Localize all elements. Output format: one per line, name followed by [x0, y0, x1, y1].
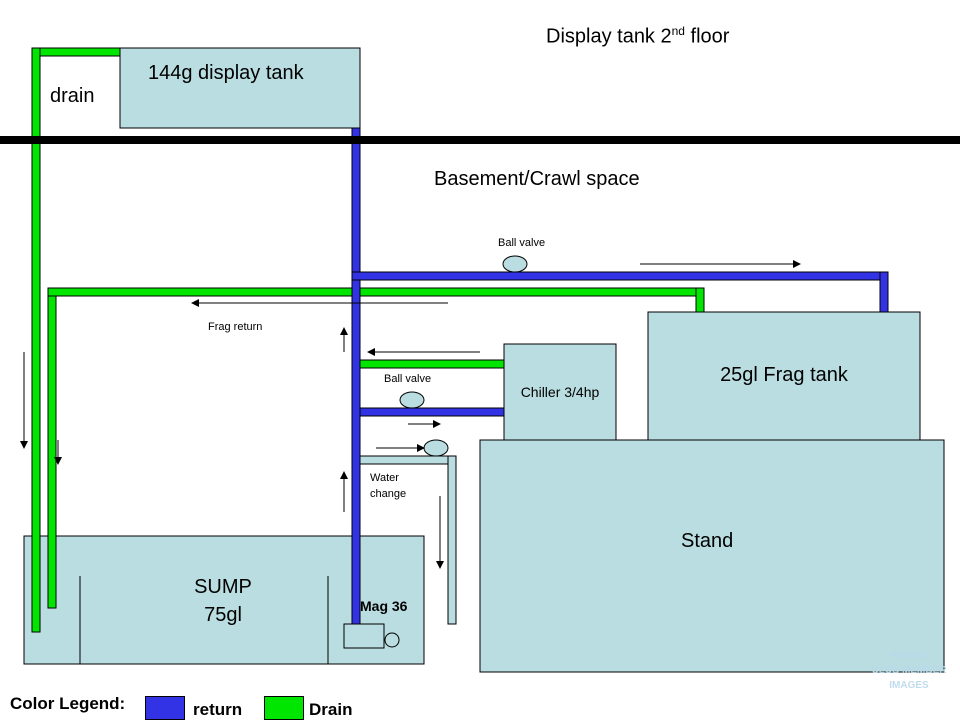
legend-return-label: return	[193, 700, 243, 719]
pump-body	[343, 623, 385, 649]
watermark-line2: CLUB MEMBER	[871, 665, 947, 676]
frag-drain-horizontal	[47, 287, 705, 297]
ball-valve-mid	[399, 391, 425, 409]
chiller-drain	[359, 359, 505, 369]
display-tank	[119, 47, 361, 129]
water-change-valve	[423, 439, 449, 457]
watermark-line1: WAMAS	[889, 650, 929, 661]
sump-label-line1: SUMP	[194, 576, 252, 598]
ball-valve-mid-label: Ball valve	[384, 373, 432, 385]
frag-tank-label: 25gl Frag tank	[720, 364, 848, 386]
chiller-label: Chiller 3/4hp	[520, 384, 600, 400]
drain-pipe-top	[31, 47, 121, 57]
chiller	[503, 343, 617, 441]
legend-return-swatch	[145, 696, 185, 720]
watermark-line3: IMAGES	[889, 680, 929, 691]
legend-drain-swatch	[264, 696, 304, 720]
basement-label: Basement/Crawl space	[434, 168, 640, 190]
water-change-line-vertical	[447, 455, 457, 625]
stand-label: Stand	[681, 530, 734, 552]
floor-line	[0, 136, 960, 144]
water-change-label-line1: Water	[370, 472, 399, 484]
legend-drain-label: Drain	[309, 700, 353, 719]
frag-tank	[647, 311, 921, 441]
return-pipe-chiller	[359, 407, 505, 417]
drain-pipe-left-vertical	[31, 47, 41, 633]
title-label: Display tank 2nd floor	[546, 24, 730, 48]
return-pipe-frag-down	[879, 271, 889, 313]
frag-drain-down	[695, 287, 705, 313]
frag-return-label: Frag return	[208, 321, 263, 333]
drain-label: drain	[50, 85, 95, 107]
water-change-line-horizontal	[359, 455, 457, 465]
legend-title: Color Legend:	[10, 694, 126, 713]
ball-valve-top	[502, 255, 528, 273]
return-pipe-frag-horizontal	[351, 271, 889, 281]
stand	[479, 439, 945, 673]
ball-valve-top-label: Ball valve	[498, 237, 546, 249]
frag-drain-vertical	[47, 287, 57, 609]
water-change-label-line2: change	[370, 488, 407, 500]
water-change-label: Water change	[370, 470, 406, 502]
display-tank-label: 144g display tank	[148, 62, 304, 84]
watermark: WAMAS CLUB MEMBER IMAGES	[858, 648, 960, 693]
sump-label-line2: 75gl	[204, 604, 242, 626]
pump-label: Mag 36	[360, 598, 408, 614]
return-pipe-main	[351, 127, 361, 625]
sump-label: SUMP 75gl	[163, 573, 283, 629]
pump-motor	[384, 632, 400, 648]
